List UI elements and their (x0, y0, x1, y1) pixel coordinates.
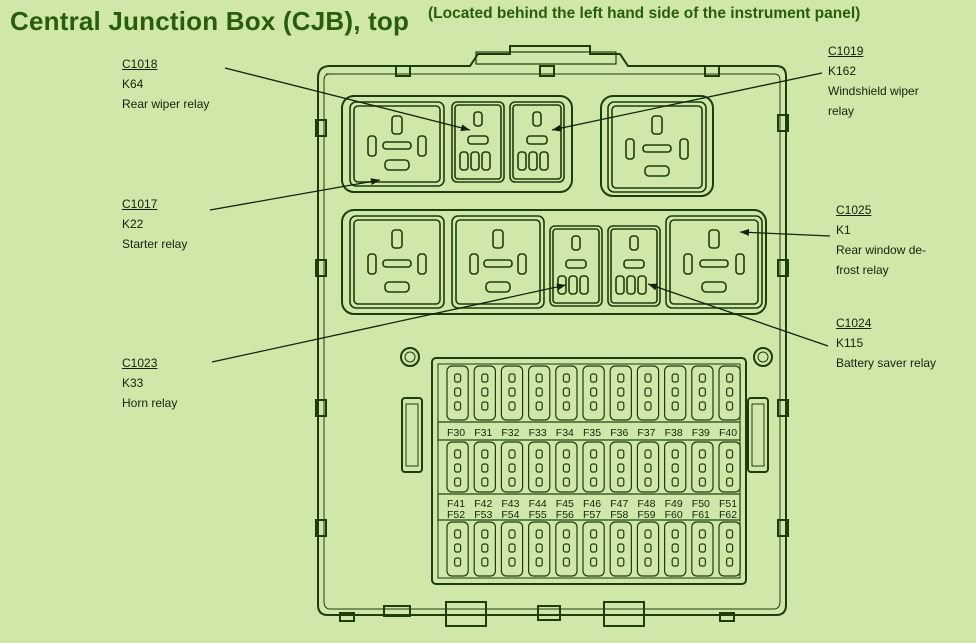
fuse-label: F49 (665, 498, 683, 510)
connector-id: C1018 (122, 57, 158, 71)
relay-id: K1 (836, 223, 851, 237)
fuse-label: F40 (719, 427, 737, 439)
relay-k1 (665, 215, 763, 309)
fuse-label: F61 (692, 509, 710, 521)
fuse-label: F35 (583, 427, 601, 439)
fuse-label: F57 (583, 509, 601, 521)
connector-id: C1017 (122, 197, 158, 211)
fuse-label: F51 (719, 498, 737, 510)
relay-k162 (509, 101, 565, 183)
relay-block-lower (341, 209, 767, 315)
relay-block-upper (341, 95, 573, 193)
relay-description-cont: frost relay (836, 263, 889, 277)
relay-k115 (607, 225, 661, 307)
fuse-label: F52 (447, 509, 465, 521)
callout-c1018: C1018 K64 Rear wiper relay (122, 54, 209, 114)
callout-c1025: C1025 K1 Rear window de- frost relay (836, 200, 926, 280)
fuse-label: F38 (665, 427, 683, 439)
relay-small-1 (451, 101, 505, 183)
callout-c1024: C1024 K115 Battery saver relay (836, 313, 936, 373)
fuse-label: F32 (501, 427, 519, 439)
relay-id: K64 (122, 77, 144, 91)
relay-k64 (349, 101, 445, 187)
fuse-label: F31 (474, 427, 492, 439)
leader-c1024 (647, 283, 829, 347)
fuse-label: F56 (556, 509, 574, 521)
fuse-label: F48 (637, 498, 655, 510)
fuse-label: F59 (637, 509, 655, 521)
fuse-label: F37 (637, 427, 655, 439)
fuse-label: F60 (665, 509, 683, 521)
fuse-label: F46 (583, 498, 601, 510)
fuse-label-strip-top (437, 421, 741, 441)
fuse-label: F45 (556, 498, 574, 510)
fuse-label: F58 (610, 509, 628, 521)
relay-description: Windshield wiper (828, 84, 919, 98)
fuse-label: F42 (474, 498, 492, 510)
fuse-bank-middle (446, 441, 741, 493)
relay-id: K33 (122, 376, 144, 390)
relay-big-lower-2 (451, 215, 545, 309)
fuse-label: F47 (610, 498, 628, 510)
diagram-subtitle: (Located behind the left hand side of th… (428, 5, 861, 22)
connector-id: C1019 (828, 44, 864, 58)
connector-id: C1024 (836, 316, 872, 330)
relay-big-upper-right (607, 101, 707, 193)
fuse-label: F44 (529, 498, 547, 510)
fuse-bank-top (446, 365, 741, 421)
fuse-label-strip-middle (437, 493, 741, 521)
connector-id: C1023 (122, 356, 158, 370)
fuse-label: F62 (719, 509, 737, 521)
fuse-label: F50 (692, 498, 710, 510)
leader-c1023 (211, 283, 567, 363)
leader-c1025 (739, 228, 831, 237)
fuse-label: F54 (501, 509, 519, 521)
diagram-title: Central Junction Box (CJB), top (10, 6, 410, 36)
relay-description: Starter relay (122, 237, 188, 251)
relay-description: Rear wiper relay (122, 97, 210, 111)
relay-description: Rear window de- (836, 243, 927, 257)
relay-k22 (349, 215, 445, 309)
relay-id: K22 (122, 217, 144, 231)
fuse-label: F41 (447, 498, 465, 510)
fuse-label: F39 (692, 427, 710, 439)
callout-c1017: C1017 K22 Starter relay (122, 194, 187, 254)
fuse-label: F33 (529, 427, 547, 439)
housing-outline (317, 45, 787, 616)
callout-c1023: C1023 K33 Horn relay (122, 353, 177, 413)
leader-c1017 (209, 178, 381, 211)
relay-id: K162 (828, 64, 857, 78)
relay-k33 (549, 225, 603, 307)
fuse-label: F34 (556, 427, 574, 439)
leader-c1018 (224, 67, 471, 132)
fuse-label: F30 (447, 427, 465, 439)
fuse-panel (431, 357, 747, 585)
fuse-label: F43 (501, 498, 519, 510)
housing-inner (323, 73, 781, 610)
relay-block-upper-right (600, 95, 714, 197)
relay-id: K115 (836, 336, 864, 350)
fuse-bank-bottom (446, 521, 741, 577)
fuse-label: F36 (610, 427, 628, 439)
relay-description: Battery saver relay (836, 356, 937, 370)
callout-c1019: C1019 K162 Windshield wiper relay (828, 41, 919, 121)
relay-description: Horn relay (122, 396, 178, 410)
connector-id: C1025 (836, 203, 872, 217)
relay-description-cont: relay (828, 104, 855, 118)
leader-c1019 (551, 72, 823, 132)
fuse-label: F53 (474, 509, 492, 521)
fuse-label: F55 (529, 509, 547, 521)
